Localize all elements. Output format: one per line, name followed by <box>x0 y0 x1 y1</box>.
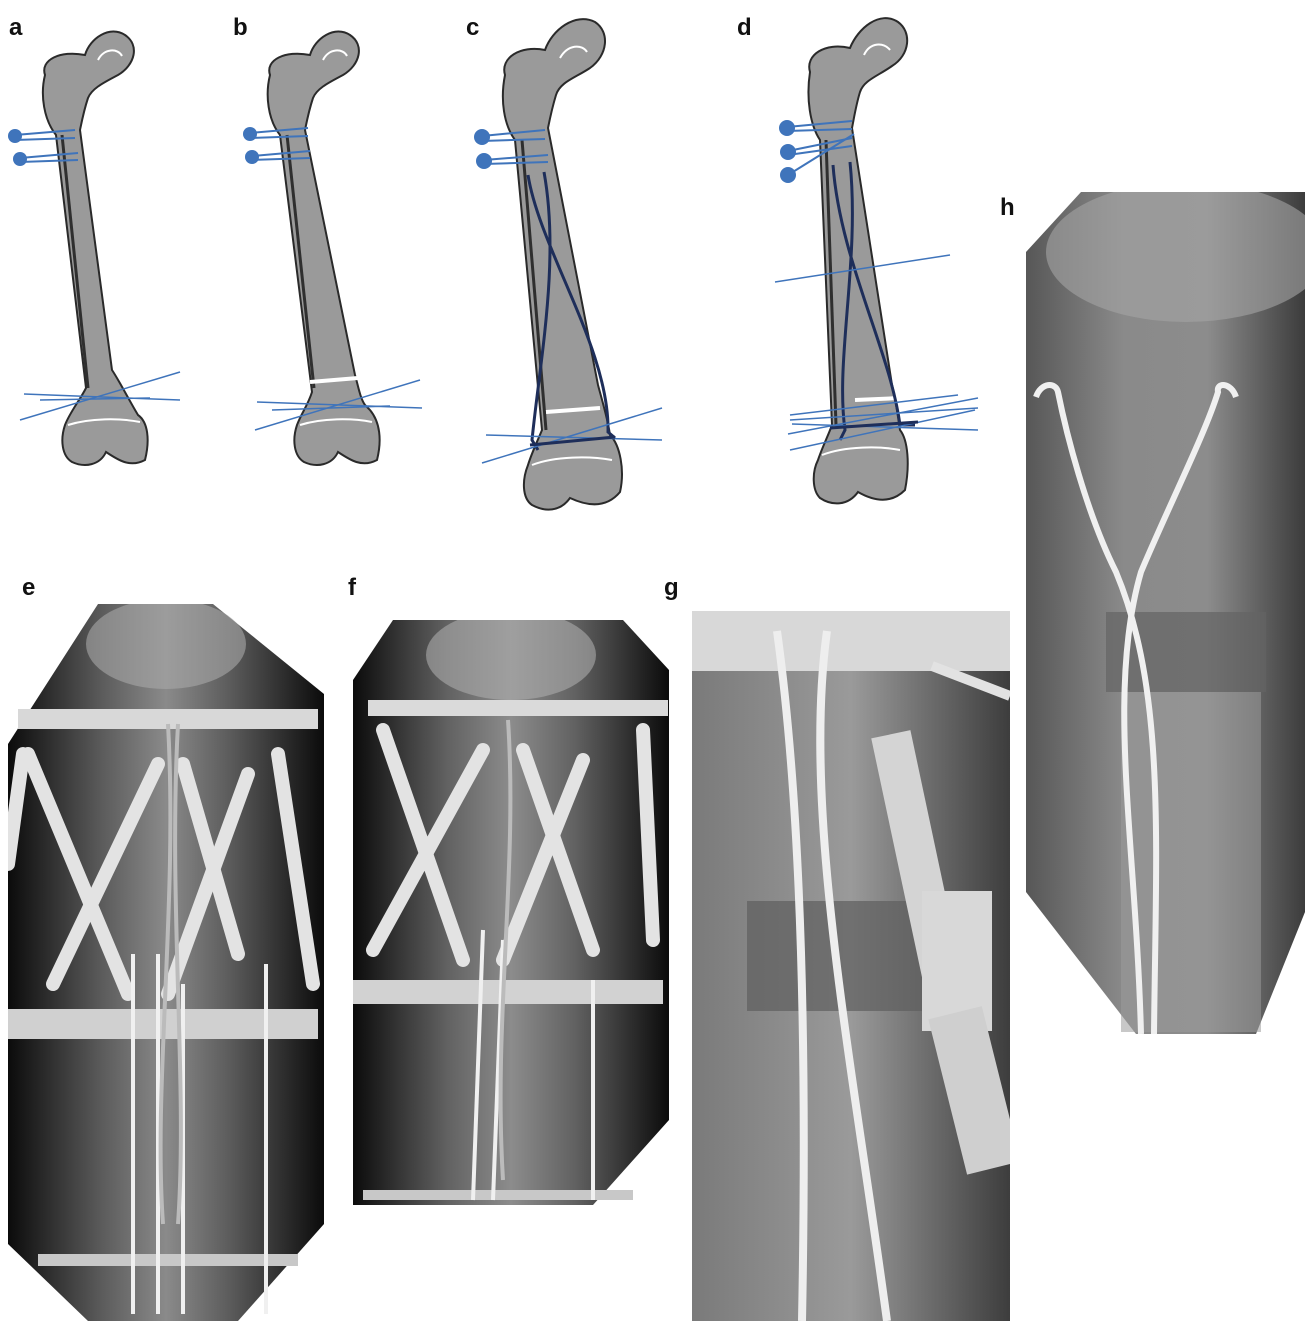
proximal-ring <box>368 700 668 716</box>
pin-clamp-icon <box>8 129 22 143</box>
femur-diagram-c <box>460 0 740 520</box>
femur-diagram-d <box>740 0 1000 520</box>
panel-label-g: g <box>664 574 679 602</box>
distal-ring <box>353 980 663 1004</box>
panel-label-h: h <box>1000 194 1015 222</box>
pin-clamp-icon <box>476 153 492 169</box>
panel-label-e: e <box>22 574 35 602</box>
pin-clamp-icon <box>245 150 259 164</box>
pin-clamp-icon <box>243 127 257 141</box>
osteotomy-line <box>855 398 900 400</box>
femur-diagram-b <box>230 20 460 480</box>
pin-clamp-icon <box>780 144 796 160</box>
pin-clamp-icon <box>780 167 796 183</box>
xray-g <box>692 611 1010 1321</box>
pin-clamp-icon <box>474 129 490 145</box>
femur-bone <box>808 18 907 503</box>
femur-diagram-a <box>0 20 230 480</box>
xray-f <box>353 620 669 1205</box>
femur-bone <box>268 32 380 465</box>
pin-clamp-icon <box>779 120 795 136</box>
xray-h <box>1026 192 1305 1034</box>
panel-label-f: f <box>348 574 356 602</box>
pin-clamp-icon <box>13 152 27 166</box>
xray-e <box>8 604 324 1321</box>
